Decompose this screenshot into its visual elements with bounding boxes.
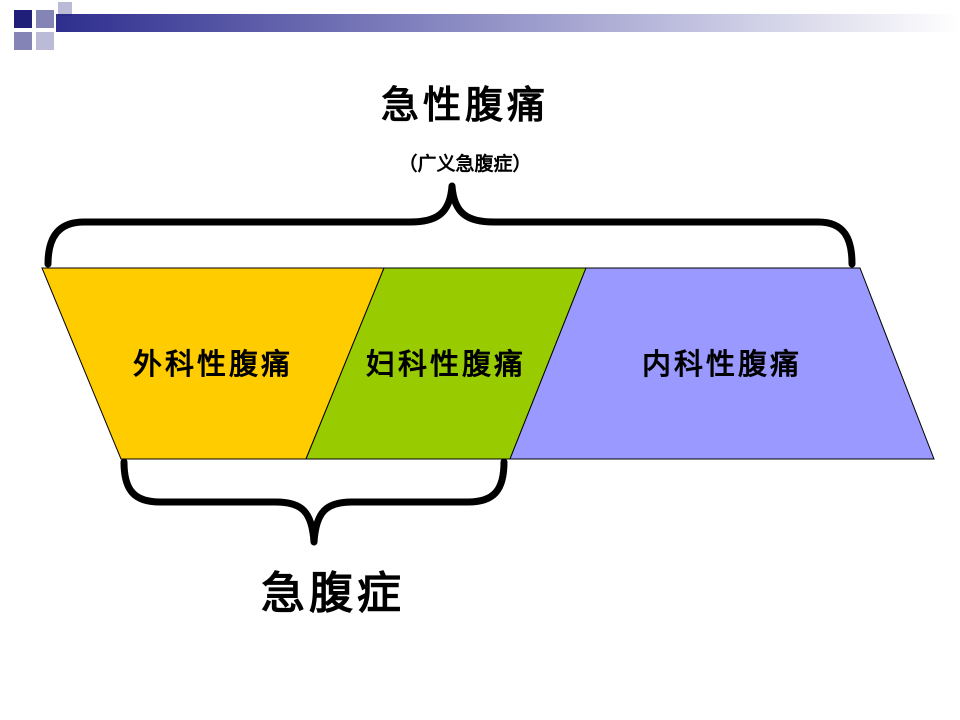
- header-gradient-bar: [56, 14, 960, 32]
- segment-label-internal: 内科性腹痛: [642, 347, 802, 381]
- header-square-3: [14, 32, 32, 50]
- header-square-1: [14, 10, 32, 28]
- header-square-4: [36, 32, 54, 50]
- segment-label-gynecologic: 妇科性腹痛: [366, 347, 526, 381]
- bottom-brace: [120, 458, 508, 546]
- header-square-5: [58, 2, 72, 16]
- header-square-2: [36, 10, 54, 28]
- top-brace: [44, 182, 856, 268]
- segment-internal: [509, 267, 935, 460]
- bottom-label: 急腹症: [261, 568, 405, 619]
- diagram-subtitle: （广义急腹症）: [398, 152, 531, 175]
- diagram-title: 急性腹痛: [381, 83, 549, 127]
- segment-label-surgical: 外科性腹痛: [133, 347, 293, 381]
- header-decoration: [14, 2, 960, 50]
